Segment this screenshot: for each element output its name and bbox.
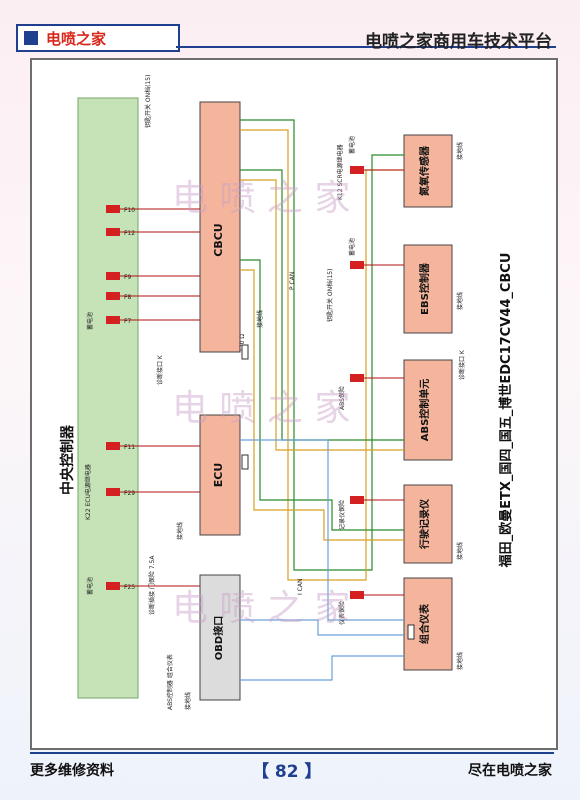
i-can-label: I CAN: [297, 579, 304, 595]
obd-label: OBD接口: [212, 616, 225, 660]
obd-cluster-wire: [240, 655, 404, 681]
ground-label-ecu: 接地线: [176, 522, 184, 540]
nox-sensor-label: 氮氧传感器: [418, 145, 431, 196]
tacho-fuse-label: 记录仪保险: [338, 500, 346, 530]
abs-label: ABS控制单元: [418, 379, 431, 442]
watermark-3: 电 喷 之 家: [172, 588, 350, 629]
obd-can-wire: [240, 619, 404, 636]
abs-fuse-label: ABS保险: [338, 386, 346, 410]
ecu-label: ECU: [212, 463, 225, 488]
resistor-label: 120 Ω: [239, 334, 246, 352]
fuse-ebs: [350, 261, 364, 269]
watermark-2: 电 喷 之 家: [172, 388, 350, 429]
ecu-can-wire: [240, 439, 404, 621]
key-switch-ebs-label: 钥匙开关 ON档(15): [326, 269, 334, 322]
terminating-resistor-3: [407, 624, 415, 640]
ground-label-obd: 接地线: [184, 692, 192, 710]
tachograph-label: 行驶记录仪: [418, 498, 431, 550]
fuse-label-f29: F29: [124, 490, 135, 497]
fuse-f3-nox: [350, 166, 364, 174]
ground-label-cluster: 接地线: [456, 652, 464, 670]
p-can-label: P CAN: [289, 272, 296, 290]
fuse-f7: [106, 316, 120, 324]
wiring-diagram: 中央控制器 F10 F12 F9 F8 F7 F11 F29 F25 CBCU …: [59, 75, 514, 710]
fuse-abs: [350, 374, 364, 382]
brand-name: 电喷之家: [46, 29, 107, 48]
cluster-label: 组合仪表: [418, 603, 431, 644]
ground-label-cbcu: 接地线: [256, 310, 264, 328]
fuse-f10: [106, 205, 120, 213]
fuse-label-f25: F25: [124, 584, 135, 591]
can-ebs-l-wire: [240, 179, 404, 451]
battery-label-ebs: 蓄电池: [348, 238, 356, 256]
fuse-group: [106, 205, 120, 590]
k22-relay-label: K22 ECU电源继电器: [84, 464, 92, 520]
i-can-h-wire: [240, 259, 404, 531]
tachograph-module: [403, 484, 453, 564]
fuse-label-f8: F8: [124, 294, 131, 301]
fuse-label-f12: F12: [124, 230, 135, 237]
fuse-cluster: [350, 591, 364, 599]
fuse-f11: [106, 442, 120, 450]
diagram-frame: 中央控制器 F10 F12 F9 F8 F7 F11 F29 F25 CBCU …: [30, 58, 558, 750]
cbcu-label: CBCU: [212, 223, 225, 256]
battery-label-bottom: 蓄电池: [86, 577, 94, 595]
footer-left: 更多维修资料: [30, 763, 114, 779]
header-rule: [176, 46, 556, 48]
ebs-module: [403, 244, 453, 334]
diag-k-abs-label: 诊断接口 K: [458, 349, 466, 380]
fuse-f8: [106, 292, 120, 300]
battery-label-top: 蓄电池: [86, 312, 94, 330]
battery-label-nox: 蓄电池: [348, 136, 356, 154]
brand-badge: 电喷之家: [16, 24, 180, 52]
ecu-module: [199, 414, 241, 536]
ground-label-tacho: 接地线: [456, 542, 464, 560]
obd-note-label: ABS控制器 组合仪表: [166, 654, 174, 710]
footer-right: 尽在电喷之家: [468, 763, 552, 779]
brand-square-icon: [24, 31, 38, 45]
k12-relay-label: K12 SCR电源继电器: [336, 144, 344, 200]
fuse-label-f10: F10: [124, 207, 135, 214]
cbcu-module: [199, 101, 241, 353]
cluster-fuse-label: 仪表保险: [338, 601, 346, 625]
central-controller-label: 中央控制器: [59, 424, 76, 495]
ground-label-nox: 接地线: [456, 142, 464, 160]
cluster-module: [403, 577, 453, 671]
diagram-title: 福田_欧曼ETX_国四_国五_博世EDC17CV44_CBCU: [498, 253, 514, 569]
p-can-h-wire: [240, 119, 404, 571]
platform-title: 电喷之家商用车技术平台: [365, 32, 552, 52]
fuse-label-f7: F7: [124, 318, 131, 325]
fuse-label-f11: F11: [124, 444, 135, 451]
ground-label-ebs: 接地线: [456, 292, 464, 310]
fuse-f12: [106, 228, 120, 236]
page-number: 【 82 】: [252, 762, 322, 782]
can-ebs-h-wire: [240, 169, 404, 441]
fuse-label-f9: F9: [124, 274, 131, 281]
ebs-label: EBS控制器: [418, 262, 431, 315]
key-switch-label: 钥匙开关 ON档(15): [144, 75, 152, 128]
central-controller-panel: [77, 97, 139, 699]
fuse-f29: [106, 488, 120, 496]
footer-rule: [30, 752, 554, 754]
terminating-resistor-1: [241, 344, 249, 360]
fuse-tacho: [350, 496, 364, 504]
i-can-l-wire: [240, 269, 404, 541]
terminating-resistor-2: [241, 454, 249, 470]
diag-k-label: 诊断接口 K: [156, 354, 164, 385]
diag-fuse-label: 诊断插接 门保险 7.5A: [148, 555, 156, 615]
watermark-1: 电 喷 之 家: [172, 178, 350, 219]
fuse-f25: [106, 582, 120, 590]
nox-sensor-module: [403, 134, 453, 208]
fuse-f9: [106, 272, 120, 280]
abs-module: [403, 359, 453, 461]
obd-module: [199, 574, 241, 701]
